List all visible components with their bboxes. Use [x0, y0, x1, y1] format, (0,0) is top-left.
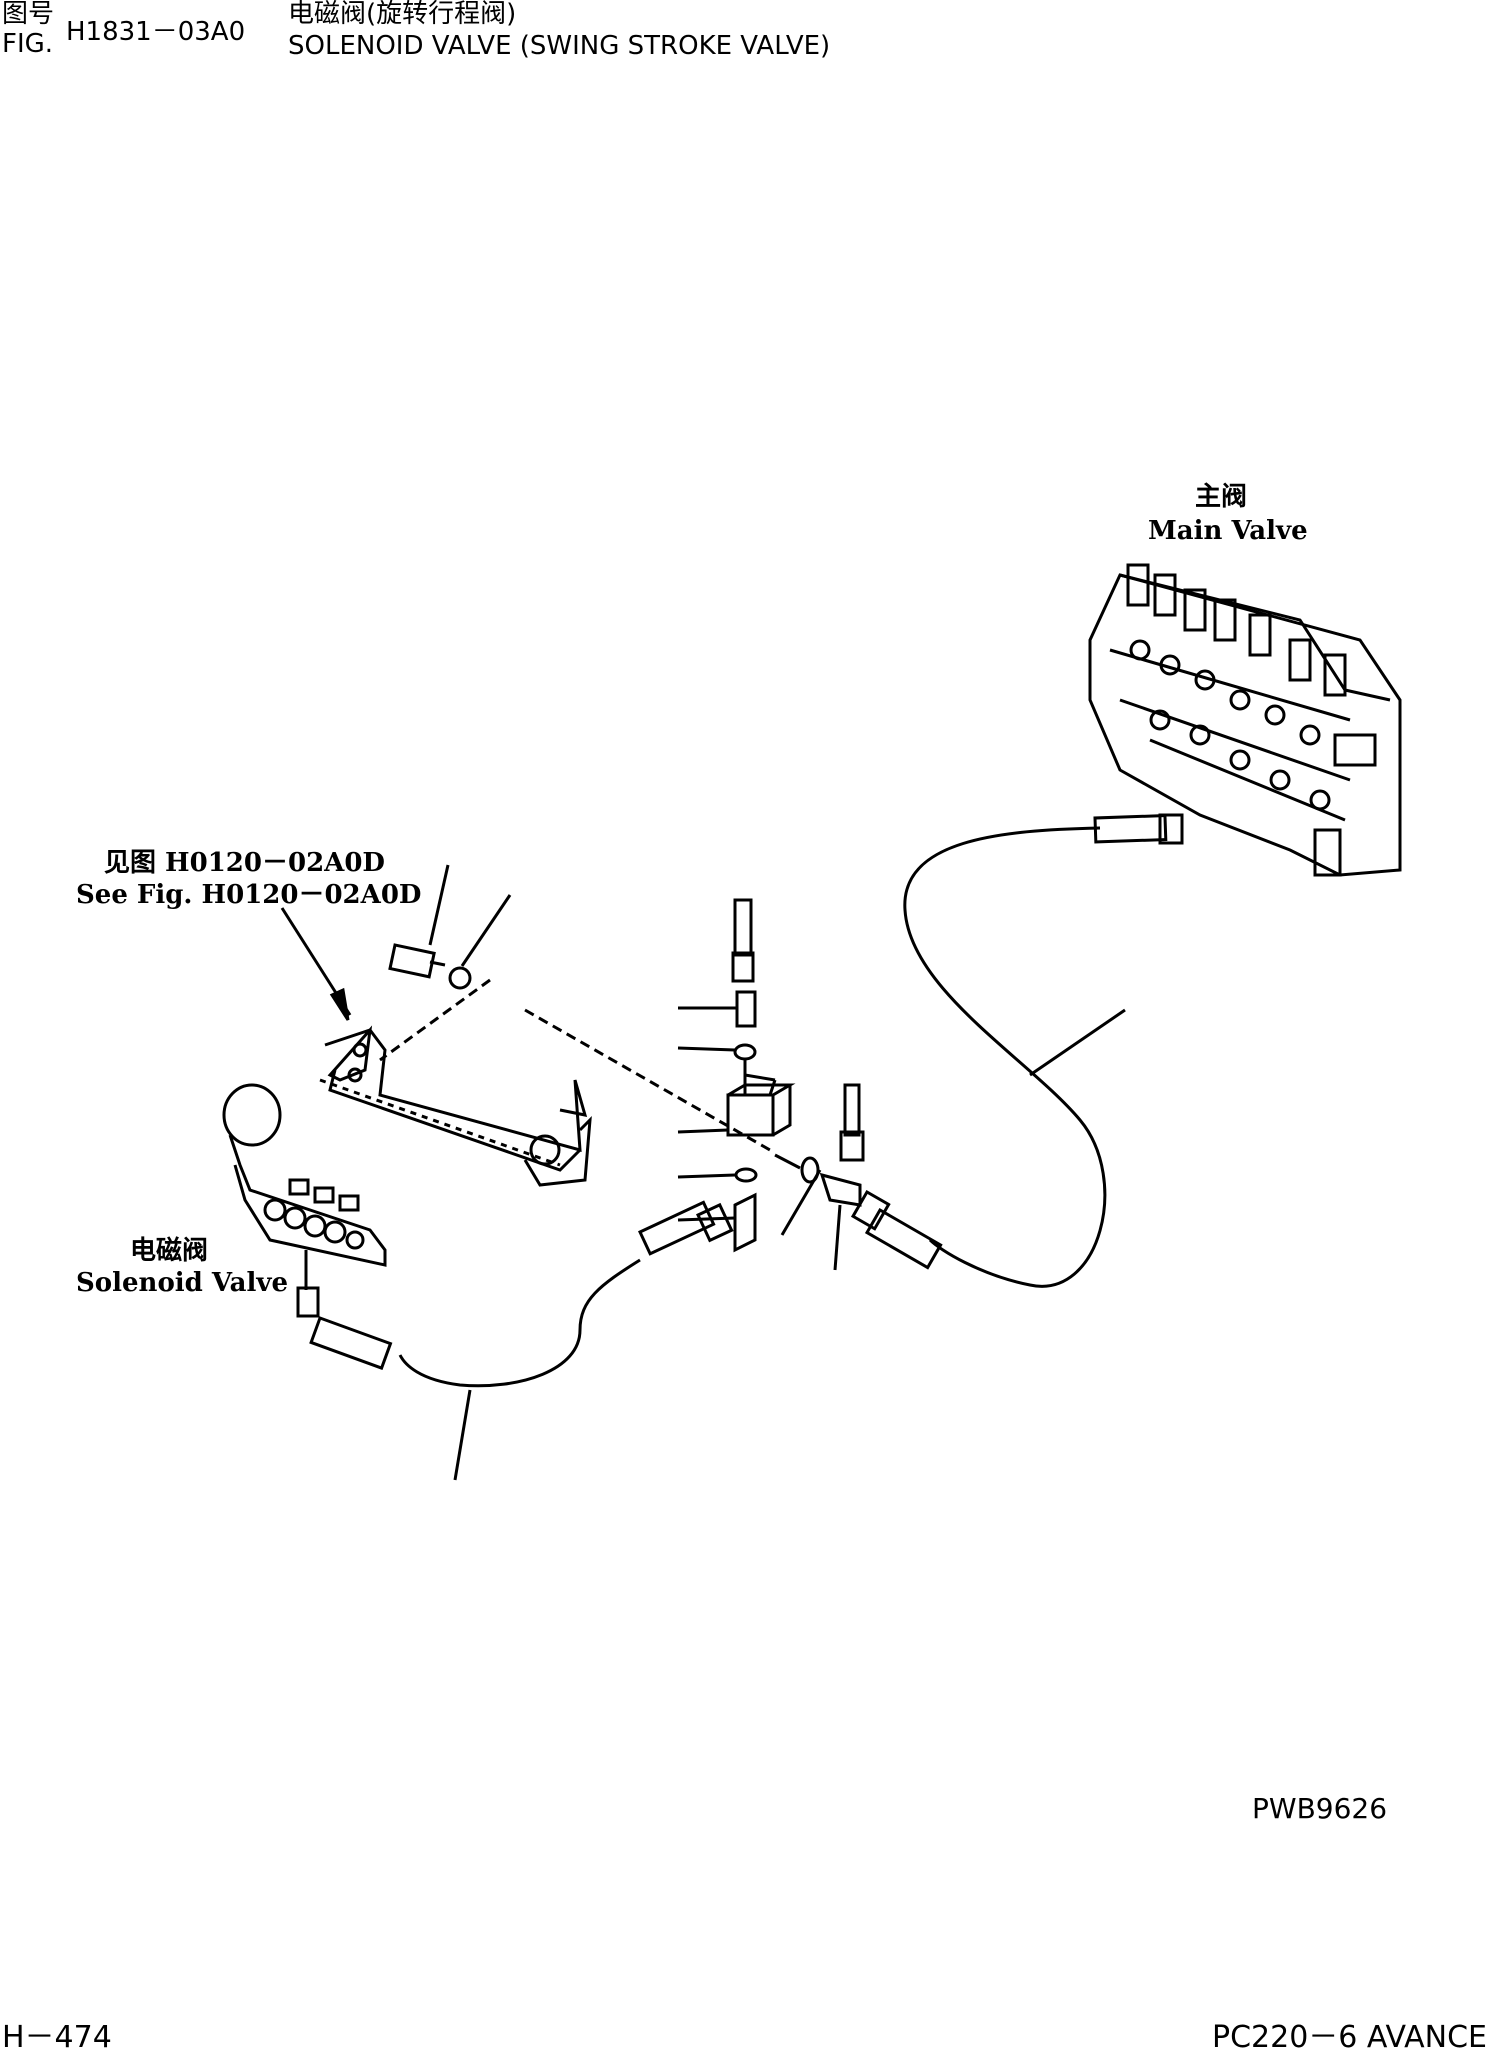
fig-label-zh: 图号 [2, 0, 55, 29]
main-valve-label-en: Main Valve [1148, 516, 1308, 546]
title-en: SOLENOID VALVE (SWING STROKE VALVE) [288, 31, 831, 61]
solenoid-valve-label-en: Solenoid Valve [76, 1268, 289, 1298]
solenoid-valve-label-zh: 电磁阀 [130, 1236, 209, 1266]
bracket-illustration [319, 1025, 592, 1187]
title-zh: 电磁阀(旋转行程阀) [288, 0, 517, 29]
see-fig-label-zh: 见图 H0120－02A0D [104, 848, 385, 878]
model-name: PC220－6 AVANCE [1212, 2020, 1487, 2055]
fig-label-en: FIG. [2, 29, 54, 59]
see-fig-label-en: See Fig. H0120－02A0D [76, 880, 422, 910]
fig-number: H1831－03A0 [66, 17, 246, 47]
solenoid-valve-illustration [222, 1083, 387, 1318]
page-number: H－474 [2, 2020, 112, 2055]
main-valve-illustration [1088, 563, 1402, 877]
drawing-code: PWB9626 [1252, 1792, 1388, 1825]
main-valve-label-zh: 主阀 [1195, 482, 1248, 512]
